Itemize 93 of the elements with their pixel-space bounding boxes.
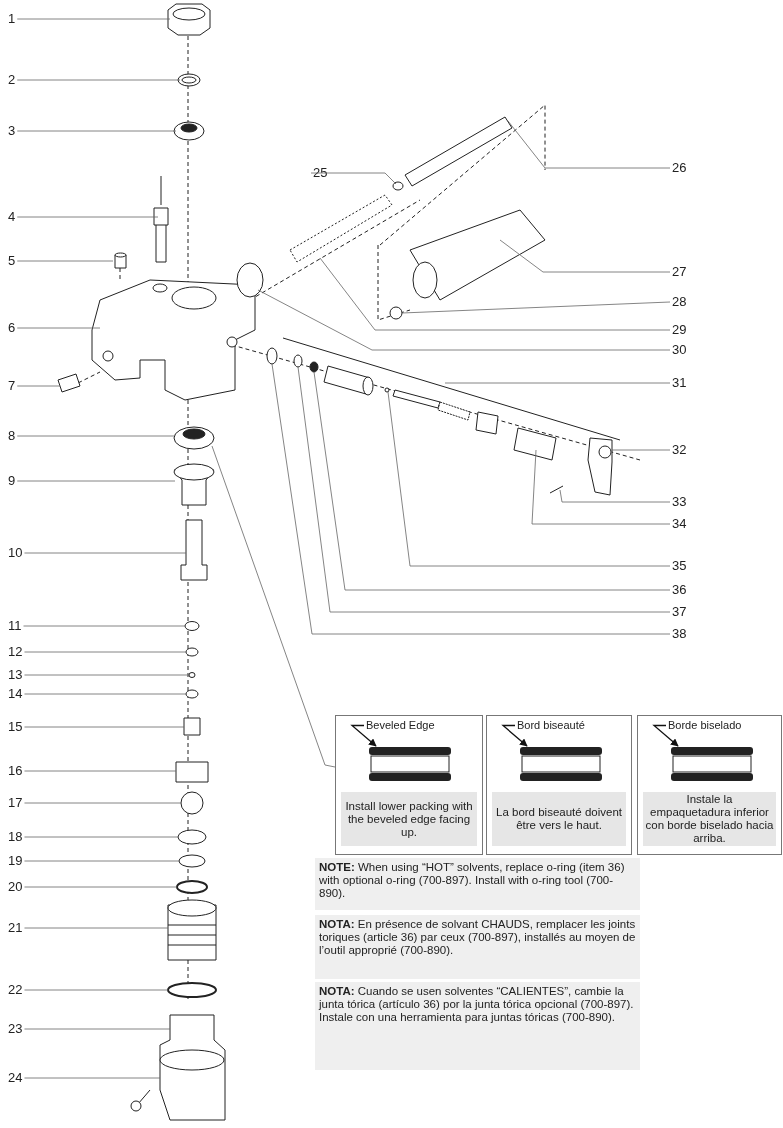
- instruction-text: Install lower packing with the beveled edge facing up.: [341, 792, 477, 846]
- detail-box: [637, 715, 782, 855]
- callout-number: 25: [313, 165, 328, 180]
- leader-line: [24, 674, 190, 676]
- callout-number: 33: [672, 494, 687, 509]
- callout-number: 9: [8, 473, 16, 488]
- leader-line: [16, 480, 176, 482]
- callout-number: 29: [672, 322, 687, 337]
- packing-drawing: [519, 746, 603, 782]
- callout-number: 30: [672, 342, 687, 357]
- note-text: NOTA: Cuando se usen solventes “CALIENTES”, cambie la junta tórica (artículo 36) por la junta tórica opcional (700-897). Instale con una herramienta para juntas tóricas (700-890).: [315, 982, 640, 1070]
- leader-line: [16, 79, 181, 81]
- callout-number: 35: [672, 558, 687, 573]
- leader-line: [16, 327, 101, 329]
- callout-number: 14: [8, 686, 23, 701]
- leader-line: [499, 239, 671, 273]
- leader-line: [559, 489, 671, 503]
- detail-box: [486, 715, 632, 855]
- leader-line: [24, 651, 187, 653]
- callout-number: 23: [8, 1021, 23, 1036]
- packing-drawing: [368, 746, 452, 782]
- callout-number: 22: [8, 982, 23, 997]
- leader-line: [24, 770, 177, 772]
- leader-line: [611, 449, 671, 451]
- callout-number: 27: [672, 264, 687, 279]
- packing-drawing: [670, 746, 754, 782]
- callout-number: 36: [672, 582, 687, 597]
- callout-number: 26: [672, 160, 687, 175]
- leader-line: [24, 693, 187, 695]
- callout-number: 32: [672, 442, 687, 457]
- leader-line: [310, 172, 397, 185]
- callout-number: 17: [8, 795, 23, 810]
- callout-number: 10: [8, 545, 23, 560]
- leader-line: [444, 382, 671, 384]
- callout-number: 13: [8, 667, 23, 682]
- leader-line: [531, 449, 671, 525]
- leader-line: [16, 216, 159, 218]
- leader-line: [24, 726, 185, 728]
- leader-line: [24, 860, 180, 862]
- leader-line: [507, 120, 671, 169]
- leader-line: [211, 445, 336, 768]
- leader-line: [16, 130, 177, 132]
- arrow: [652, 724, 679, 747]
- detail-label: Beveled Edge: [366, 719, 435, 732]
- callout-number: 1: [8, 11, 16, 26]
- leader-line: [24, 1028, 171, 1030]
- note-text: NOTA: En présence de solvant CHAUDS, remplacer les joints toriques (article 36) par ceux (700-897), installés au moyen de l’outil approprié (700-890).: [315, 915, 640, 979]
- callout-number: 16: [8, 763, 23, 778]
- leader-line: [271, 363, 671, 635]
- detail-label: Bord biseauté: [517, 719, 585, 732]
- arrow: [501, 724, 528, 747]
- callout-number: 21: [8, 920, 23, 935]
- callout-number: 12: [8, 644, 23, 659]
- leader-line: [24, 836, 179, 838]
- callout-number: 5: [8, 253, 16, 268]
- callout-number: 34: [672, 516, 687, 531]
- callout-number: 2: [8, 72, 16, 87]
- leader-line: [24, 927, 169, 929]
- callout-number: 3: [8, 123, 16, 138]
- leader-line: [16, 18, 171, 20]
- leader-line: [24, 886, 178, 888]
- callout-number: 31: [672, 375, 687, 390]
- callout-number: 6: [8, 320, 16, 335]
- leader-line: [24, 802, 182, 804]
- leader-line: [387, 391, 671, 567]
- callout-number: 8: [8, 428, 16, 443]
- callout-number: 38: [672, 626, 687, 641]
- callout-number: 4: [8, 209, 16, 224]
- instruction-text: La bord biseauté doivent être vers le haut.: [492, 792, 626, 846]
- instruction-text: Instale la empaquetadura inferior con borde biselado hacia arriba.: [643, 792, 776, 846]
- leader-line: [16, 435, 175, 437]
- callout-number: 19: [8, 853, 23, 868]
- note-text: NOTE: When using “HOT” solvents, replace o-ring (item 36) with optional o-ring (700-897). Install with o-ring tool (700-890).: [315, 858, 640, 910]
- arrow: [350, 724, 377, 747]
- leader-line: [16, 260, 114, 262]
- leader-line: [257, 289, 671, 351]
- callout-number: 11: [8, 618, 22, 633]
- leader-line: [24, 552, 187, 554]
- callout-number: 15: [8, 719, 23, 734]
- leader-line: [23, 625, 186, 627]
- leader-line: [401, 301, 671, 314]
- leader-line: [24, 989, 169, 991]
- detail-label: Borde biselado: [668, 719, 742, 732]
- leader-line: [319, 257, 671, 331]
- callout-number: 28: [672, 294, 687, 309]
- detail-box: [335, 715, 483, 855]
- callout-number: 18: [8, 829, 23, 844]
- callout-number: 7: [8, 378, 16, 393]
- leader-line: [16, 385, 61, 387]
- callout-number: 37: [672, 604, 687, 619]
- callout-number: 20: [8, 879, 23, 894]
- callout-number: 24: [8, 1070, 23, 1085]
- leader-line: [24, 1077, 161, 1079]
